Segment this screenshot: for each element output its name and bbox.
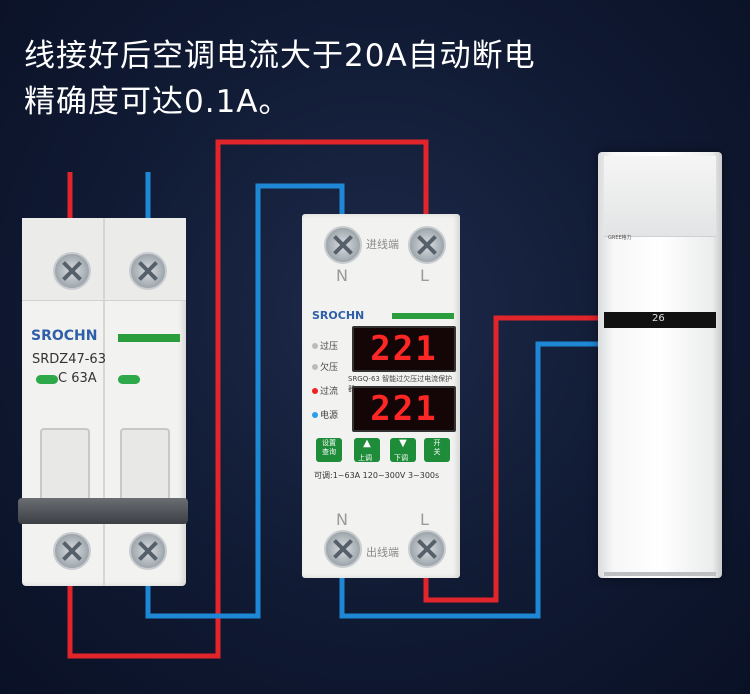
air-conditioner: GREE格力 26 [598, 152, 722, 578]
terminal-l-label-bottom: L [420, 510, 429, 529]
screw-icon [408, 226, 446, 264]
protector-brand: SROCHN [312, 309, 365, 322]
set-query-button[interactable]: 设置 查询 [316, 438, 342, 462]
indicator-label: 过压 [320, 342, 339, 352]
terminal-n-label-top: N [336, 266, 348, 285]
ac-control-panel [604, 312, 716, 328]
ac-top-panel [604, 156, 716, 237]
breaker-rating: C 63A [58, 371, 97, 386]
display-bottom: 221 [352, 386, 456, 432]
up-button-label: 上调 [358, 454, 372, 462]
screw-icon [324, 226, 362, 264]
ac-temperature-readout: 26 [652, 313, 665, 324]
screw-icon [408, 530, 446, 568]
breaker-brand: SROCHN [31, 328, 98, 344]
circuit-breaker: SROCHN SRDZ47-63 C 63A [18, 218, 188, 586]
terminal-l-label-top: L [420, 266, 429, 285]
triangle-down-icon: ▼ [399, 438, 407, 449]
breaker-model: SRDZ47-63 [32, 352, 106, 367]
indicator-label: 过流 [320, 387, 339, 397]
headline-line-2: 精确度可达0.1A。 [24, 84, 291, 120]
indicator-over-current: 过流 [312, 384, 338, 397]
led-icon [312, 388, 318, 394]
terminal-n-label-bottom: N [336, 510, 348, 529]
neutral-wire-breaker-to-protector [145, 183, 345, 619]
screw-icon [324, 530, 362, 568]
breaker-green-stripe [118, 334, 180, 342]
display-top: 221 [352, 326, 456, 372]
down-button-label: 下调 [394, 454, 408, 462]
triangle-up-icon: ▲ [363, 438, 371, 449]
indicator-over-voltage: 过压 [312, 339, 338, 352]
indicator-label: 电源 [320, 411, 339, 421]
led-icon [312, 343, 318, 349]
protector-spec: 可调:1~63A 120~300V 3~300s [314, 471, 440, 480]
led-icon [312, 364, 318, 370]
on-off-button[interactable]: 开 关 [424, 438, 450, 462]
ac-logo: GREE格力 [608, 235, 632, 241]
indicator-label: 欠压 [320, 363, 339, 373]
screw-icon [129, 532, 167, 570]
screw-icon [53, 252, 91, 290]
neutral-wire-protector-to-ac [339, 341, 608, 619]
breaker-pole-divider [103, 218, 105, 586]
input-terminal-label: 进线端 [366, 238, 399, 251]
down-button[interactable]: ▼ [390, 438, 416, 462]
output-terminal-label: 出线端 [366, 546, 399, 559]
breaker-lever-handle[interactable] [18, 498, 188, 524]
up-button[interactable]: ▲ [354, 438, 380, 462]
live-wire-breaker-to-protector [67, 139, 429, 659]
indicator-power: 电源 [312, 408, 338, 421]
protector-model-title: SRGQ-63 智能过欠压过电流保护器 [348, 375, 453, 393]
indicator-under-voltage: 欠压 [312, 360, 338, 373]
protector-green-stripe [392, 313, 454, 319]
breaker-indicator [36, 375, 58, 384]
breaker-indicator [118, 375, 140, 384]
led-icon [312, 412, 318, 418]
voltage-current-protector: 进线端 N L SROCHN 过压 欠压 过流 电源 221 SRGQ-63 智… [302, 214, 460, 578]
live-wire-protector-to-ac [423, 315, 608, 603]
screw-icon [129, 252, 167, 290]
headline-line-1: 线接好后空调电流大于20A自动断电 [24, 38, 536, 74]
ac-bottom-strip [604, 572, 716, 576]
screw-icon [53, 532, 91, 570]
